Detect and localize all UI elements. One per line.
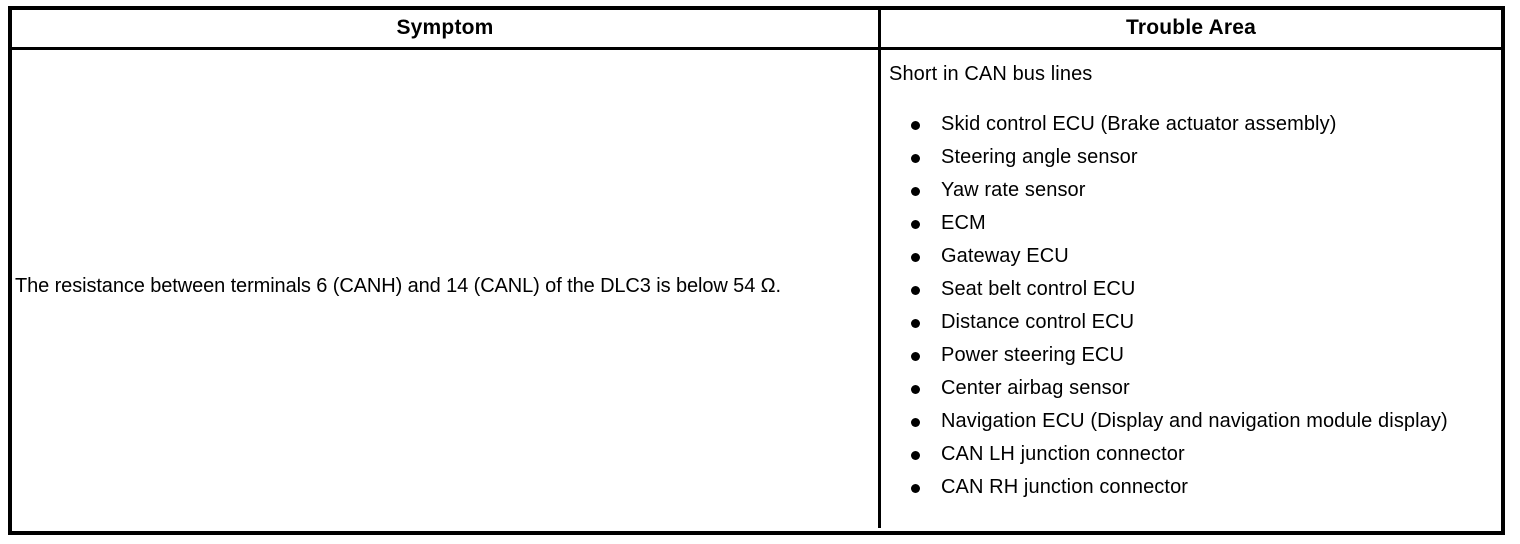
list-item: CAN LH junction connector xyxy=(889,438,1491,471)
list-item-label: CAN RH junction connector xyxy=(941,476,1189,498)
column-header-symptom: Symptom xyxy=(12,10,881,47)
column-header-trouble-area: Trouble Area xyxy=(1126,16,1256,39)
bullet-icon xyxy=(911,154,920,163)
list-item-label: Distance control ECU xyxy=(941,311,1135,333)
list-item-label: Skid control ECU (Brake actuator assembl… xyxy=(941,113,1337,135)
bullet-icon xyxy=(911,484,920,493)
cell-symptom: The resistance between terminals 6 (CANH… xyxy=(12,50,881,528)
bullet-icon xyxy=(911,319,920,328)
list-item: Navigation ECU (Display and navigation m… xyxy=(889,405,1491,438)
list-item-label: ECM xyxy=(941,212,986,234)
list-item-label: Gateway ECU xyxy=(941,245,1069,267)
bullet-icon xyxy=(911,220,920,229)
list-item: Seat belt control ECU xyxy=(889,273,1491,306)
symptom-description: The resistance between terminals 6 (CANH… xyxy=(15,275,781,297)
bullet-icon xyxy=(911,451,920,460)
list-item-label: Power steering ECU xyxy=(941,344,1124,366)
bullet-icon xyxy=(911,418,920,427)
list-item-label: Center airbag sensor xyxy=(941,377,1130,399)
table-header-row: Symptom Trouble Area xyxy=(12,10,1501,50)
trouble-area-list: Skid control ECU (Brake actuator assembl… xyxy=(889,108,1491,504)
bullet-icon xyxy=(911,121,920,130)
table-row: The resistance between terminals 6 (CANH… xyxy=(12,50,1501,528)
bullet-icon xyxy=(911,187,920,196)
list-item-label: Navigation ECU (Display and navigation m… xyxy=(941,410,1448,432)
list-item: ECM xyxy=(889,207,1491,240)
bullet-icon xyxy=(911,253,920,262)
list-item-label: Seat belt control ECU xyxy=(941,278,1136,300)
list-item: Skid control ECU (Brake actuator assembl… xyxy=(889,108,1491,141)
list-item: Center airbag sensor xyxy=(889,372,1491,405)
bullet-icon xyxy=(911,385,920,394)
bullet-icon xyxy=(911,352,920,361)
list-item: Gateway ECU xyxy=(889,240,1491,273)
bullet-icon xyxy=(911,286,920,295)
list-item-label: Yaw rate sensor xyxy=(941,179,1086,201)
cell-trouble-area: Short in CAN bus lines Skid control ECU … xyxy=(881,50,1501,528)
list-item: Power steering ECU xyxy=(889,339,1491,372)
list-item: CAN RH junction connector xyxy=(889,471,1491,504)
symptom-trouble-table: Symptom Trouble Area The resistance betw… xyxy=(8,6,1505,535)
list-item: Steering angle sensor xyxy=(889,141,1491,174)
list-item: Yaw rate sensor xyxy=(889,174,1491,207)
list-item-label: Steering angle sensor xyxy=(941,146,1138,168)
list-item: Distance control ECU xyxy=(889,306,1491,339)
list-item-label: CAN LH junction connector xyxy=(941,443,1185,465)
trouble-area-heading: Short in CAN bus lines xyxy=(889,63,1093,85)
